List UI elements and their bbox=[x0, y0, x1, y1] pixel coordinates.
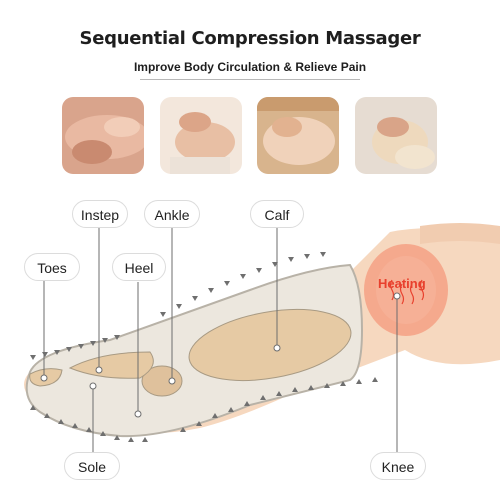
leg-massager-illustration bbox=[24, 223, 500, 452]
page-subtitle: Improve Body Circulation & Relieve Pain bbox=[133, 60, 367, 74]
label-heating: Heating bbox=[378, 276, 426, 291]
label-toes: Toes bbox=[24, 253, 80, 281]
label-calf: Calf bbox=[250, 200, 304, 228]
leader-lines bbox=[40, 226, 401, 452]
pressure-arrows bbox=[30, 252, 378, 442]
heating-waves bbox=[389, 279, 425, 305]
subtitle-divider bbox=[140, 79, 360, 80]
massage-photo-calf bbox=[160, 97, 242, 174]
label-ankle: Ankle bbox=[144, 200, 200, 228]
label-instep: Instep bbox=[72, 200, 128, 228]
instep-chamber bbox=[68, 351, 154, 379]
page-title: Sequential Compression Massager bbox=[79, 28, 421, 49]
calf-chamber bbox=[188, 309, 352, 381]
label-knee: Knee bbox=[370, 452, 426, 480]
massage-photo-knee bbox=[355, 97, 437, 174]
massage-photo-foot bbox=[62, 97, 144, 174]
massage-photo-thigh bbox=[257, 97, 339, 174]
label-heel: Heel bbox=[112, 253, 166, 281]
label-sole: Sole bbox=[64, 452, 120, 480]
